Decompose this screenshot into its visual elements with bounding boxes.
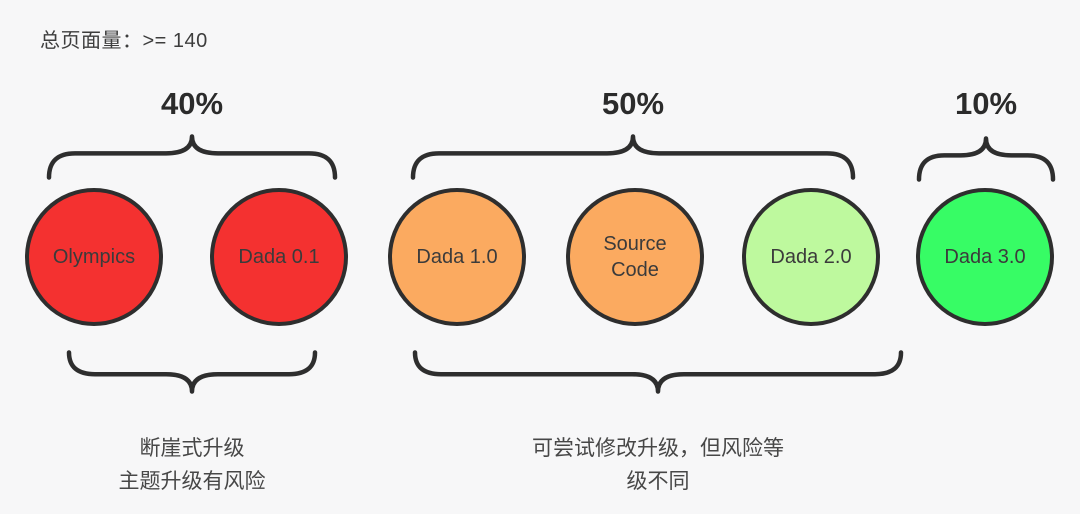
circle-dada-1-0-label: Dada 1.0 (416, 246, 498, 268)
caption-group2: 可尝试修改升级，但风险等 级不同 (532, 432, 784, 498)
overbrace-group1 (46, 134, 338, 180)
circle-dada-0-1: Dada 0.1 (210, 188, 348, 326)
circle-dada-3-0: Dada 3.0 (916, 188, 1054, 326)
circle-source-code: Source Code (566, 188, 704, 326)
circle-source-code-label: Source Code (603, 233, 667, 281)
circle-dada-3-0-label: Dada 3.0 (944, 246, 1026, 268)
circle-olympics: Olympics (25, 188, 163, 326)
overbrace-group2 (410, 134, 856, 180)
circle-dada-2-0: Dada 2.0 (742, 188, 880, 326)
overbrace-group3 (916, 136, 1056, 182)
caption-group2-line2: 级不同 (626, 470, 690, 493)
caption-group1-line1: 断崖式升级 (139, 437, 245, 460)
caption-group1-line2: 主题升级有风险 (118, 470, 266, 493)
circle-dada-2-0-label: Dada 2.0 (770, 246, 852, 268)
caption-group2-line1: 可尝试修改升级，但风险等 (532, 437, 784, 460)
circle-dada-1-0: Dada 1.0 (388, 188, 526, 326)
caption-group1: 断崖式升级 主题升级有风险 (119, 432, 266, 498)
underbrace-group2 (412, 350, 904, 394)
percent-label-group3: 10% (954, 86, 1018, 121)
percent-label-group1: 40% (160, 86, 224, 121)
percent-label-group2: 50% (601, 86, 665, 121)
underbrace-group1 (66, 350, 318, 394)
circle-olympics-label: Olympics (52, 246, 136, 268)
total-page-volume-label: 总页面量：>= 140 (40, 30, 208, 52)
circle-dada-0-1-label: Dada 0.1 (238, 246, 320, 268)
